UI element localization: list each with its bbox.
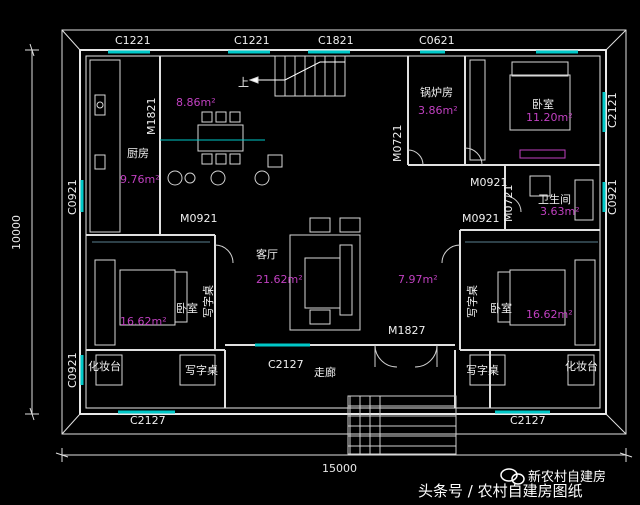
door-label: M0721 — [502, 185, 515, 223]
watermark: 新农村自建房 头条号 / 农村自建房图纸 — [418, 468, 606, 500]
boiler-label: 锅炉房 — [420, 86, 453, 99]
bathroom-area: 3.63m² — [540, 205, 580, 218]
door-label: M0721 — [391, 125, 404, 163]
window-label: C0921 — [606, 179, 619, 215]
stair-up-label: 上 — [238, 76, 249, 89]
kitchen-area: 9.76m² — [120, 173, 160, 186]
window-label: C0621 — [419, 34, 455, 47]
window-label: C2121 — [606, 92, 619, 128]
dimension-lines — [25, 43, 633, 462]
watermark-caption: 头条号 / 农村自建房图纸 — [418, 482, 583, 500]
roof-outline — [61, 29, 627, 435]
height-dimension: 10000 — [10, 215, 23, 250]
bedroom-w-area: 16.62m² — [120, 315, 167, 328]
bedroom-e-furniture — [465, 241, 598, 386]
bathroom-label: 卫生间 — [538, 192, 571, 206]
bedroom-ne-furniture — [469, 59, 571, 161]
decor-plants — [167, 170, 270, 186]
window-label: C0921 — [66, 179, 79, 215]
bedroom-ne-area: 11.20m² — [526, 111, 573, 124]
bedroom-w-label: 卧室 — [176, 301, 198, 315]
door-label: M0921 — [470, 176, 508, 189]
living-area: 21.62m² — [256, 273, 303, 286]
hall-area: 7.97m² — [398, 273, 438, 286]
entrance-steps — [347, 395, 457, 455]
door-label: M1827 — [388, 324, 426, 337]
watermark-badge: 新农村自建房 — [528, 469, 606, 485]
window-label: C2127 — [510, 414, 546, 427]
desk-label: 写字桌 — [465, 285, 479, 318]
desk-label: 写字桌 — [201, 285, 215, 318]
wechat-logo-icon — [500, 468, 525, 485]
bedroom-e-area: 16.62m² — [526, 308, 573, 321]
dining-area: 8.86m² — [176, 96, 216, 109]
staircase — [248, 55, 346, 97]
window-label: C0921 — [66, 352, 79, 388]
kitchen-label: 厨房 — [127, 147, 149, 160]
window-label: C1221 — [115, 34, 151, 47]
living-label: 客厅 — [256, 247, 278, 261]
bedroom-w-furniture — [92, 241, 216, 386]
door-label: M0921 — [462, 212, 500, 225]
window-label: C2127 — [268, 358, 304, 371]
width-dimension: 15000 — [322, 462, 357, 475]
window-label: C1221 — [234, 34, 270, 47]
dresser-label: 化妆台 — [88, 359, 121, 373]
desk-label: 写字桌 — [466, 363, 499, 377]
sofa-set — [289, 217, 361, 331]
door-label: M1821 — [145, 98, 158, 136]
bedroom-e-label: 卧室 — [490, 301, 512, 315]
corridor-label: 走廊 — [314, 365, 336, 379]
dining-table — [160, 111, 283, 168]
window-label: C2127 — [130, 414, 166, 427]
bedroom-ne-label: 卧室 — [532, 97, 554, 111]
kitchen-counter — [89, 59, 121, 233]
desk-label: 写字桌 — [185, 363, 218, 377]
window-glazing — [80, 50, 606, 414]
door-swings — [214, 147, 522, 368]
interior-walls — [86, 56, 600, 408]
window-label: C1821 — [318, 34, 354, 47]
door-label: M0921 — [180, 212, 218, 225]
bathroom-fixtures — [529, 175, 594, 221]
boiler-area: 3.86m² — [418, 104, 458, 117]
dresser-label: 化妆台 — [565, 359, 598, 373]
